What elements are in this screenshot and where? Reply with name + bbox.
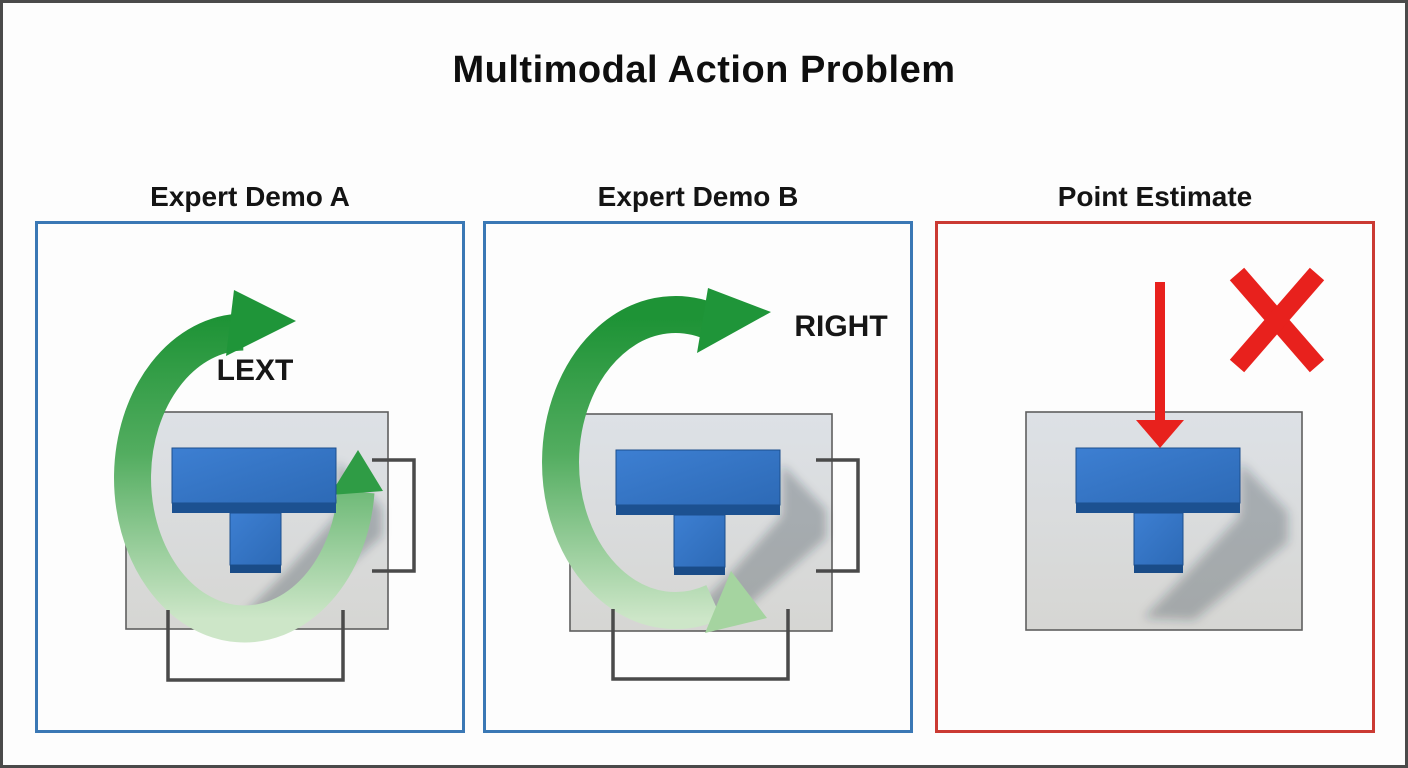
t-block-bar-front (616, 505, 780, 515)
panel-b-graphic (542, 288, 860, 681)
x-icon (1229, 267, 1325, 373)
straight-down-arrow-icon (1136, 282, 1184, 448)
t-block-bar-front (172, 503, 336, 513)
action-label-b: RIGHT (794, 310, 888, 343)
curved-rotation-arrow-clockwise-icon (542, 288, 771, 633)
bottom-bracket (166, 610, 345, 682)
panel-point-estimate (935, 221, 1375, 733)
arrowhead-top-right-icon (226, 290, 296, 356)
right-bracket (816, 458, 860, 573)
t-block-stem (673, 514, 726, 568)
t-block-bar-front (1076, 503, 1240, 513)
right-bracket (372, 458, 416, 573)
rotation-arc (542, 296, 725, 630)
t-block-bar-top (1075, 447, 1241, 504)
panel-header-point-estimate: Point Estimate (1057, 181, 1253, 212)
x-stroke-2 (1229, 267, 1325, 373)
t-block-shadow (688, 464, 826, 618)
page-title: Multimodal Action Problem (452, 49, 956, 91)
arrowhead-up-icon (330, 450, 383, 495)
panel-a-graphic (114, 290, 416, 682)
arrowhead-top-right-icon (697, 288, 771, 353)
t-block (1075, 447, 1241, 573)
action-label-a: LEXT (216, 354, 294, 387)
rotation-arc (114, 313, 375, 643)
panel-expert-demo-a: LEXT (35, 221, 465, 733)
t-block (171, 447, 337, 573)
t-block-stem-front (1134, 565, 1183, 573)
curved-rotation-arrow-counterclockwise-icon (114, 290, 383, 643)
t-block-shadow (1144, 462, 1288, 620)
down-arrow-head (1136, 420, 1184, 448)
t-block-stem (1133, 512, 1184, 566)
panel-header-expert-demo-b: Expert Demo B (597, 181, 799, 212)
t-block-bar-top (615, 449, 781, 506)
panel-c-graphic (1025, 267, 1325, 631)
arrowhead-bottom-right-icon (705, 571, 767, 633)
t-block-bar-top (171, 447, 337, 504)
t-block-stem-front (230, 565, 281, 573)
t-block-stem (229, 512, 282, 566)
down-arrow-shaft (1155, 282, 1165, 422)
panel-header-expert-demo-a: Expert Demo A (150, 181, 350, 212)
t-block-stem-front (674, 567, 725, 575)
panel-expert-demo-b: RIGHT (483, 221, 913, 733)
bottom-bracket (611, 609, 790, 681)
t-block (615, 449, 781, 575)
